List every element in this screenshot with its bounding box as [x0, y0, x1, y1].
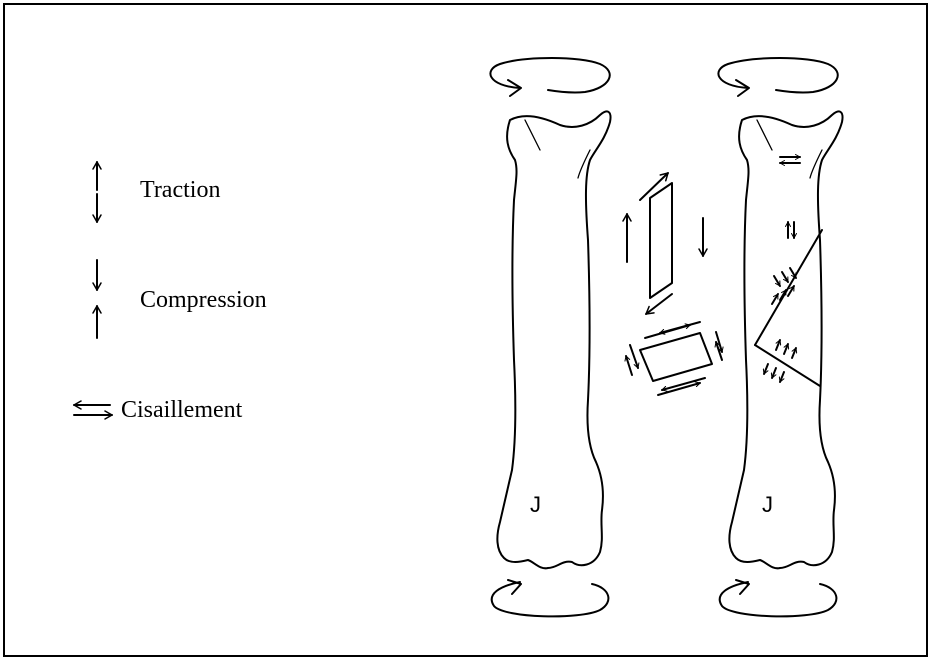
torsion-arrow-left-top-icon: [490, 58, 609, 96]
right-bone-mark: J: [762, 492, 773, 517]
right-bone: J: [729, 111, 842, 568]
legend-traction-label: Traction: [140, 178, 220, 202]
torsion-arrow-right-top-icon: [718, 58, 837, 96]
rotated-stress-element: [626, 322, 722, 395]
left-bone-mark: J: [530, 492, 541, 517]
torsion-arrow-left-bottom-icon: [492, 580, 609, 616]
left-bone: J: [497, 111, 610, 568]
legend-shear-label: Cisaillement: [121, 398, 242, 422]
shear-symbol-icon: [74, 405, 112, 415]
torsion-arrow-right-bottom-icon: [720, 580, 837, 616]
shear-element: [627, 173, 703, 314]
legend-compression-label: Compression: [140, 288, 267, 312]
